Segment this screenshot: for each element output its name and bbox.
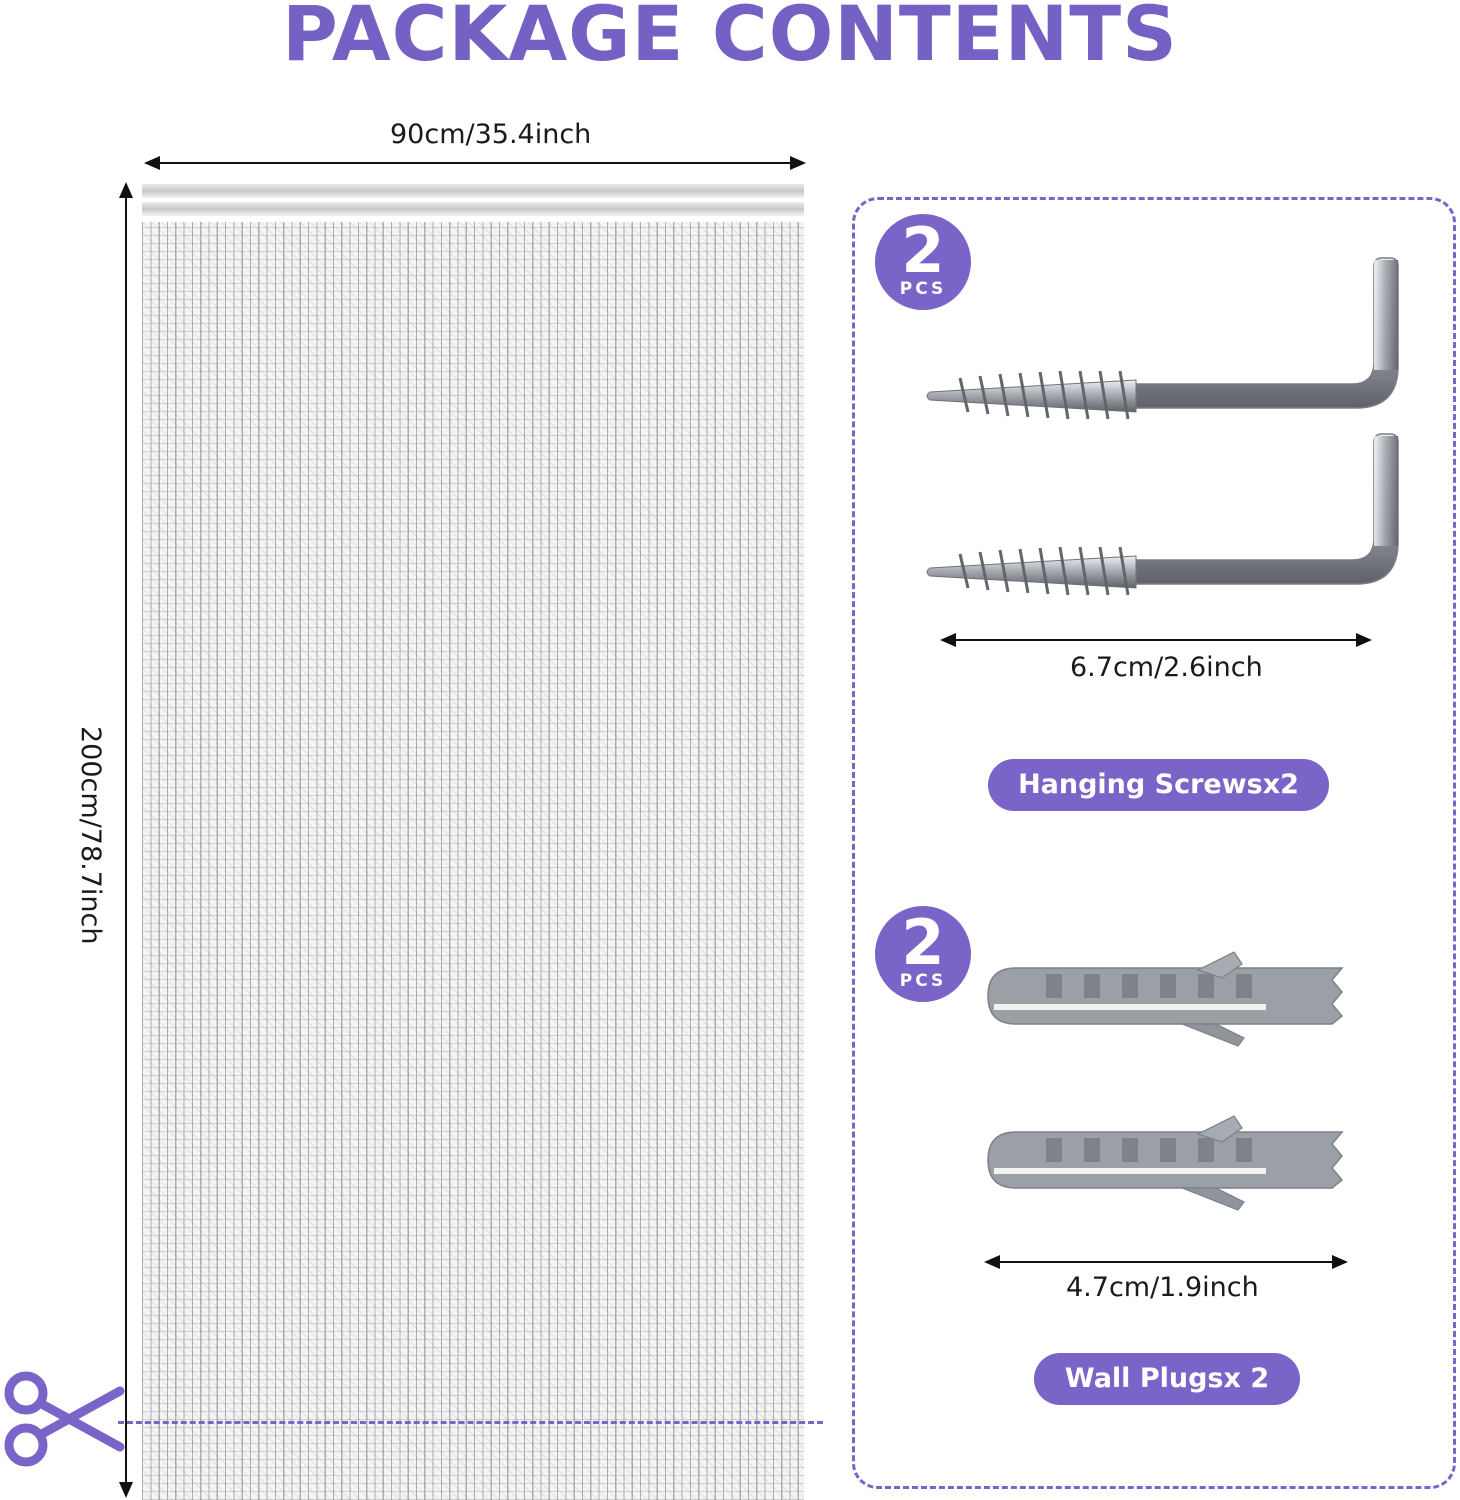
plugs-name-pill: Wall Plugsx 2 <box>1034 1353 1300 1405</box>
screws-unit: PCS <box>899 279 947 299</box>
screws-name-pill: Hanging Screwsx2 <box>988 759 1329 811</box>
plugs-count-badge: 2 PCS <box>875 906 971 1002</box>
wall-plug-icon <box>987 1115 1344 1211</box>
curtain-width-arrow <box>144 156 806 170</box>
plugs-count: 2 <box>901 906 945 979</box>
accessories-panel <box>852 197 1456 1489</box>
plug-size-arrow <box>984 1255 1348 1269</box>
l-hook-screw-icon <box>926 433 1399 596</box>
scissors-icon <box>4 1371 125 1467</box>
screw-size-label: 6.7cm/2.6inch <box>1070 652 1263 683</box>
l-hook-screw-icon <box>926 257 1399 420</box>
plugs-unit: PCS <box>899 971 947 991</box>
screws-count: 2 <box>901 214 945 287</box>
screws-count-badge: 2 PCS <box>875 214 971 310</box>
cut-line <box>118 1421 823 1424</box>
page-title: PACKAGE CONTENTS <box>282 0 1178 78</box>
curtain-width-label: 90cm/35.4inch <box>390 119 592 150</box>
curtain-rail-top <box>142 184 804 198</box>
curtain-rail-bottom <box>142 202 804 216</box>
screw-size-arrow <box>940 633 1372 647</box>
wall-plug-icon <box>987 951 1344 1047</box>
curtain-height-arrow <box>119 182 133 1498</box>
chain-curtain <box>142 222 804 1500</box>
curtain-height-label: 200cm/78.7inch <box>75 726 106 945</box>
plug-size-label: 4.7cm/1.9inch <box>1066 1272 1259 1303</box>
